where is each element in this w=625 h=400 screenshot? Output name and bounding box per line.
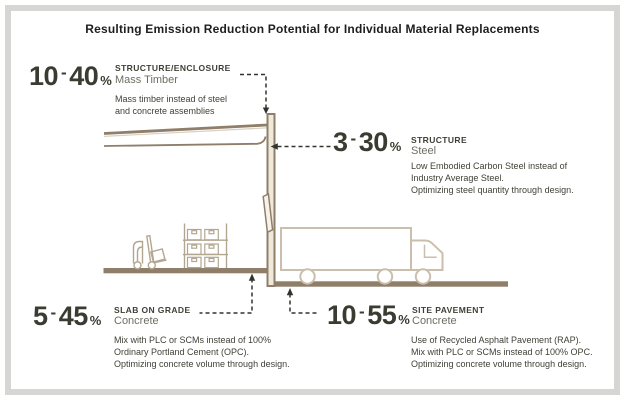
category-label: STRUCTURE (411, 134, 468, 145)
forklift-wheel (133, 261, 142, 270)
material-label: Steel (411, 144, 437, 157)
category-label: SLAB ON GRADE (114, 304, 191, 315)
truck-cab (411, 239, 444, 271)
forklift-wheel (147, 261, 157, 270)
box (204, 228, 219, 241)
building-outline (103, 113, 508, 287)
value-range: 10-40% (29, 61, 112, 91)
truck-icon (280, 227, 444, 285)
arrow-up-icon (248, 273, 256, 281)
description: Use of Recycled Asphalt Pavement (RAP). … (411, 334, 593, 370)
truck-wheel (376, 268, 394, 285)
arrow-down-icon (262, 107, 270, 114)
description-line: Ordinary Portland Cement (OPC). (114, 347, 250, 357)
material-label: Concrete (412, 315, 457, 327)
arrow-left-icon (270, 143, 278, 150)
connector-slab (199, 278, 253, 314)
description-line: Low Embodied Carbon Steel instead of (411, 161, 568, 171)
box (204, 256, 219, 269)
arrow-up-icon (286, 288, 294, 296)
connector-pavement (289, 293, 320, 314)
forklift-cab-inner (136, 246, 144, 264)
roof-top-line (103, 123, 268, 135)
category-label: STRUCTURE/ENCLOSURE (115, 63, 231, 73)
box (186, 256, 202, 269)
stacked-boxes-icon (183, 223, 228, 269)
slab-on-grade-floor (103, 268, 268, 274)
truck-trailer (280, 227, 412, 271)
box-label (191, 244, 198, 249)
description-line: Use of Recycled Asphalt Pavement (RAP). (411, 334, 582, 345)
truck-window (423, 244, 437, 258)
box-label (191, 257, 198, 263)
material-label: Concrete (114, 315, 159, 327)
box (186, 243, 202, 255)
roof-highlight-line (103, 127, 268, 137)
box (204, 243, 219, 255)
description-line: Optimizing steel quantity through design… (411, 185, 574, 195)
forklift-icon (132, 234, 167, 270)
description-line: Mass timber instead of steel (115, 94, 228, 104)
box-label (208, 244, 215, 249)
value-range: 5-45% (33, 301, 102, 331)
forklift-load-box (149, 248, 166, 263)
description: Low Embodied Carbon Steel instead of Ind… (411, 160, 574, 196)
connector-mass-timber (240, 73, 267, 109)
site-pavement-ground (271, 281, 508, 287)
material-label: Mass Timber (115, 73, 178, 86)
description-line: Mix with PLC or SCMs instead of 100% OPC… (411, 346, 593, 357)
roof-lower-line (103, 136, 267, 147)
description-line: Optimizing concrete volume through desig… (411, 358, 587, 369)
dock-door (262, 192, 274, 234)
box-label (191, 230, 198, 235)
truck-wheel (299, 268, 316, 285)
description: Mix with PLC or SCMs instead of 100% Ord… (114, 334, 290, 370)
description-line: and concrete assemblies (115, 106, 215, 116)
category-label: SITE PAVEMENT (412, 304, 485, 315)
description-line: Mix with PLC or SCMs instead of 100% (114, 335, 272, 345)
connector-arrowheads (248, 107, 294, 296)
value-range: 10-55% (327, 300, 410, 330)
callout-connectors (199, 73, 331, 314)
truck-wheel (414, 268, 432, 285)
description: Mass timber instead of steel and concret… (115, 93, 227, 117)
box-label (208, 257, 215, 263)
description-line: Optimizing concrete volume through desig… (114, 359, 290, 369)
diagram-title: Resulting Emission Reduction Potential f… (85, 22, 540, 36)
box-label (208, 230, 215, 235)
forklift-cab (132, 240, 144, 264)
box (186, 228, 202, 241)
description-line: Industry Average Steel. (411, 173, 504, 183)
value-range: 3-30% (333, 127, 402, 157)
